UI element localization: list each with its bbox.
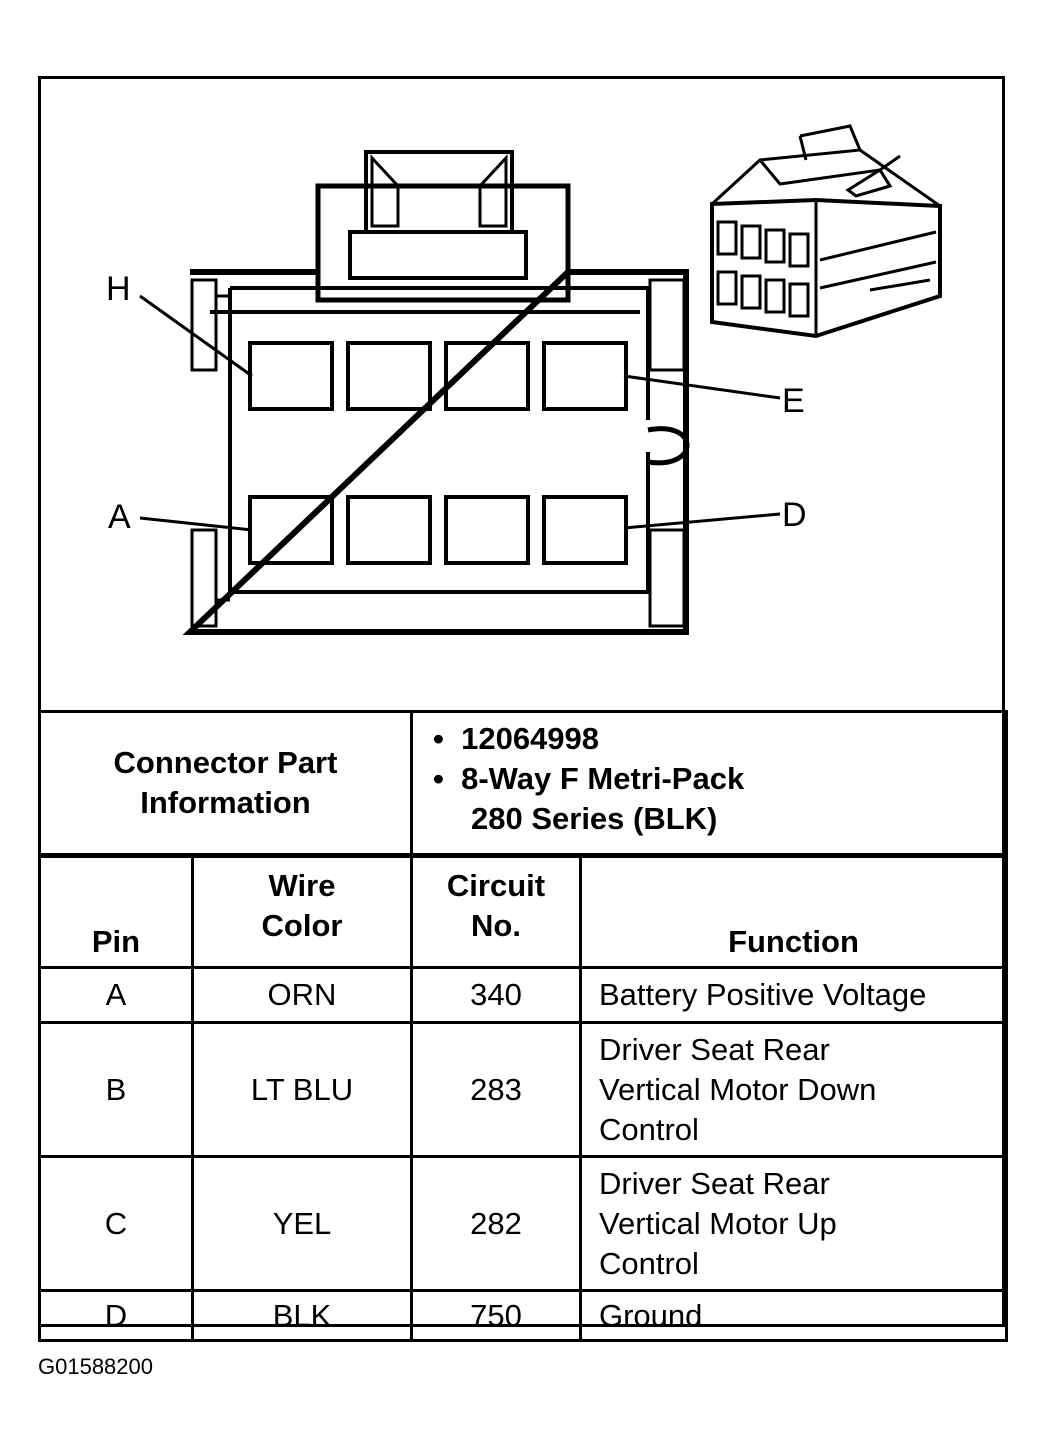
cavity-h (248, 341, 334, 411)
connector-body (182, 269, 690, 635)
cell-pin: D (38, 1289, 194, 1342)
connector-type-item: • 8-Way F Metri-Pack (413, 759, 1005, 799)
header-function: Function (579, 855, 1008, 969)
cell-wire-color: YEL (191, 1155, 413, 1292)
connector-info-label-line1: Connector Part (113, 745, 338, 780)
header-circuit-no: Circuit No. (410, 855, 582, 969)
cell-wire-color: LT BLU (191, 1021, 413, 1158)
figure-code: G01588200 (38, 1354, 153, 1379)
cell-pin: B (38, 1021, 194, 1158)
cavity-d (542, 495, 628, 565)
header-pin: Pin (38, 855, 194, 969)
connector-isometric-icon (710, 124, 942, 339)
cell-pin: A (38, 966, 194, 1024)
cell-circuit: 750 (410, 1289, 582, 1342)
connector-info-list: • 12064998 • 8-Way F Metri-Pack 280 Seri… (410, 710, 1008, 856)
pin-label-e: E (782, 382, 805, 420)
table-row: B LT BLU 283 Driver Seat Rear Vertical M… (38, 1021, 1008, 1158)
cell-wire-color: ORN (191, 966, 413, 1024)
bullet-2: • (433, 761, 444, 796)
pin-table-header: Pin Wire Color Circuit No. Function (38, 855, 1008, 969)
table-row: D BLK 750 Ground (38, 1289, 1008, 1342)
pin-table: Pin Wire Color Circuit No. Function A OR… (38, 855, 1008, 1342)
cell-circuit: 283 (410, 1021, 582, 1158)
part-number: 12064998 (461, 721, 600, 756)
cavity-f (444, 341, 530, 411)
pin-label-a: A (108, 498, 131, 536)
pin-label-d: D (782, 496, 807, 534)
connector-info-label-line2: Information (140, 785, 311, 820)
cavity-b (346, 495, 432, 565)
pin-label-h: H (106, 270, 131, 308)
connector-series: 280 Series (BLK) (471, 801, 718, 836)
table-row: C YEL 282 Driver Seat Rear Vertical Moto… (38, 1155, 1008, 1292)
cavity-c (444, 495, 530, 565)
cavity-g (346, 341, 432, 411)
connector-info-label: Connector Part Information (38, 710, 413, 856)
connector-face-drawing (139, 124, 942, 635)
connector-type: 8-Way F Metri-Pack (461, 761, 745, 796)
cell-pin: C (38, 1155, 194, 1292)
cavity-e (542, 341, 628, 411)
cell-circuit: 340 (410, 966, 582, 1024)
cell-circuit: 282 (410, 1155, 582, 1292)
cell-function: Ground (579, 1289, 1008, 1342)
connector-latch (315, 150, 571, 303)
connector-series-item: 280 Series (BLK) (413, 799, 1005, 839)
connector-info-table: Connector Part Information • 12064998 • … (38, 710, 1008, 856)
cell-function: Battery Positive Voltage (579, 966, 1008, 1024)
bullet-1: • (433, 721, 444, 756)
cell-wire-color: BLK (191, 1289, 413, 1342)
cell-function: Driver Seat Rear Vertical Motor Up Contr… (579, 1155, 1008, 1292)
table-row: A ORN 340 Battery Positive Voltage (38, 966, 1008, 1024)
pin-cavities (248, 341, 628, 565)
part-number-item: • 12064998 (413, 719, 1005, 759)
header-wire-color: Wire Color (191, 855, 413, 969)
cell-function: Driver Seat Rear Vertical Motor Down Con… (579, 1021, 1008, 1158)
leader-lines (139, 294, 781, 532)
